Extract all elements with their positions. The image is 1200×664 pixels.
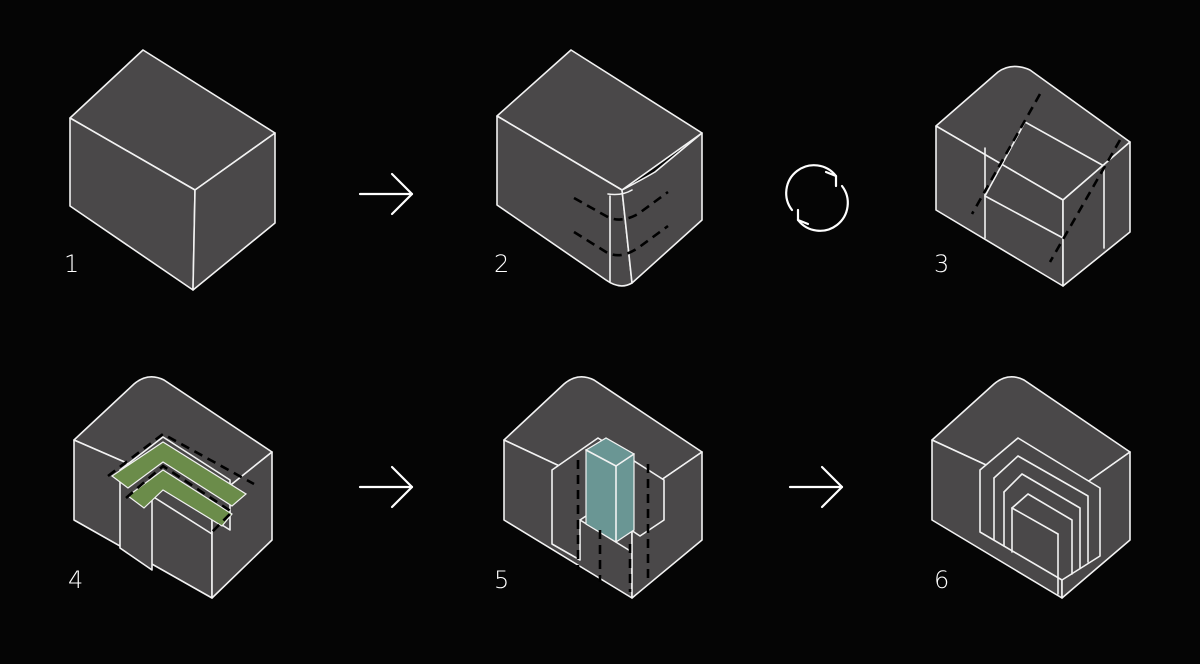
step-4-block: [73, 376, 273, 599]
step-1-label: 1: [64, 250, 79, 278]
step-2-label: 2: [494, 250, 509, 278]
refresh-cycle-icon: [785, 164, 849, 232]
arrow-right-icon: [358, 172, 414, 216]
step-2-block: [496, 49, 703, 287]
step-3-label: 3: [934, 250, 949, 278]
step-1-block: [69, 49, 276, 291]
step-6-label: 6: [934, 566, 949, 594]
arrow-right-icon: [358, 465, 414, 509]
step-5-block: [503, 376, 703, 599]
step-5-label: 5: [494, 566, 509, 594]
step-3-block: [935, 65, 1131, 287]
arrow-right-icon: [788, 465, 844, 509]
step-6-block: [931, 376, 1131, 599]
step-4-label: 4: [68, 566, 83, 594]
